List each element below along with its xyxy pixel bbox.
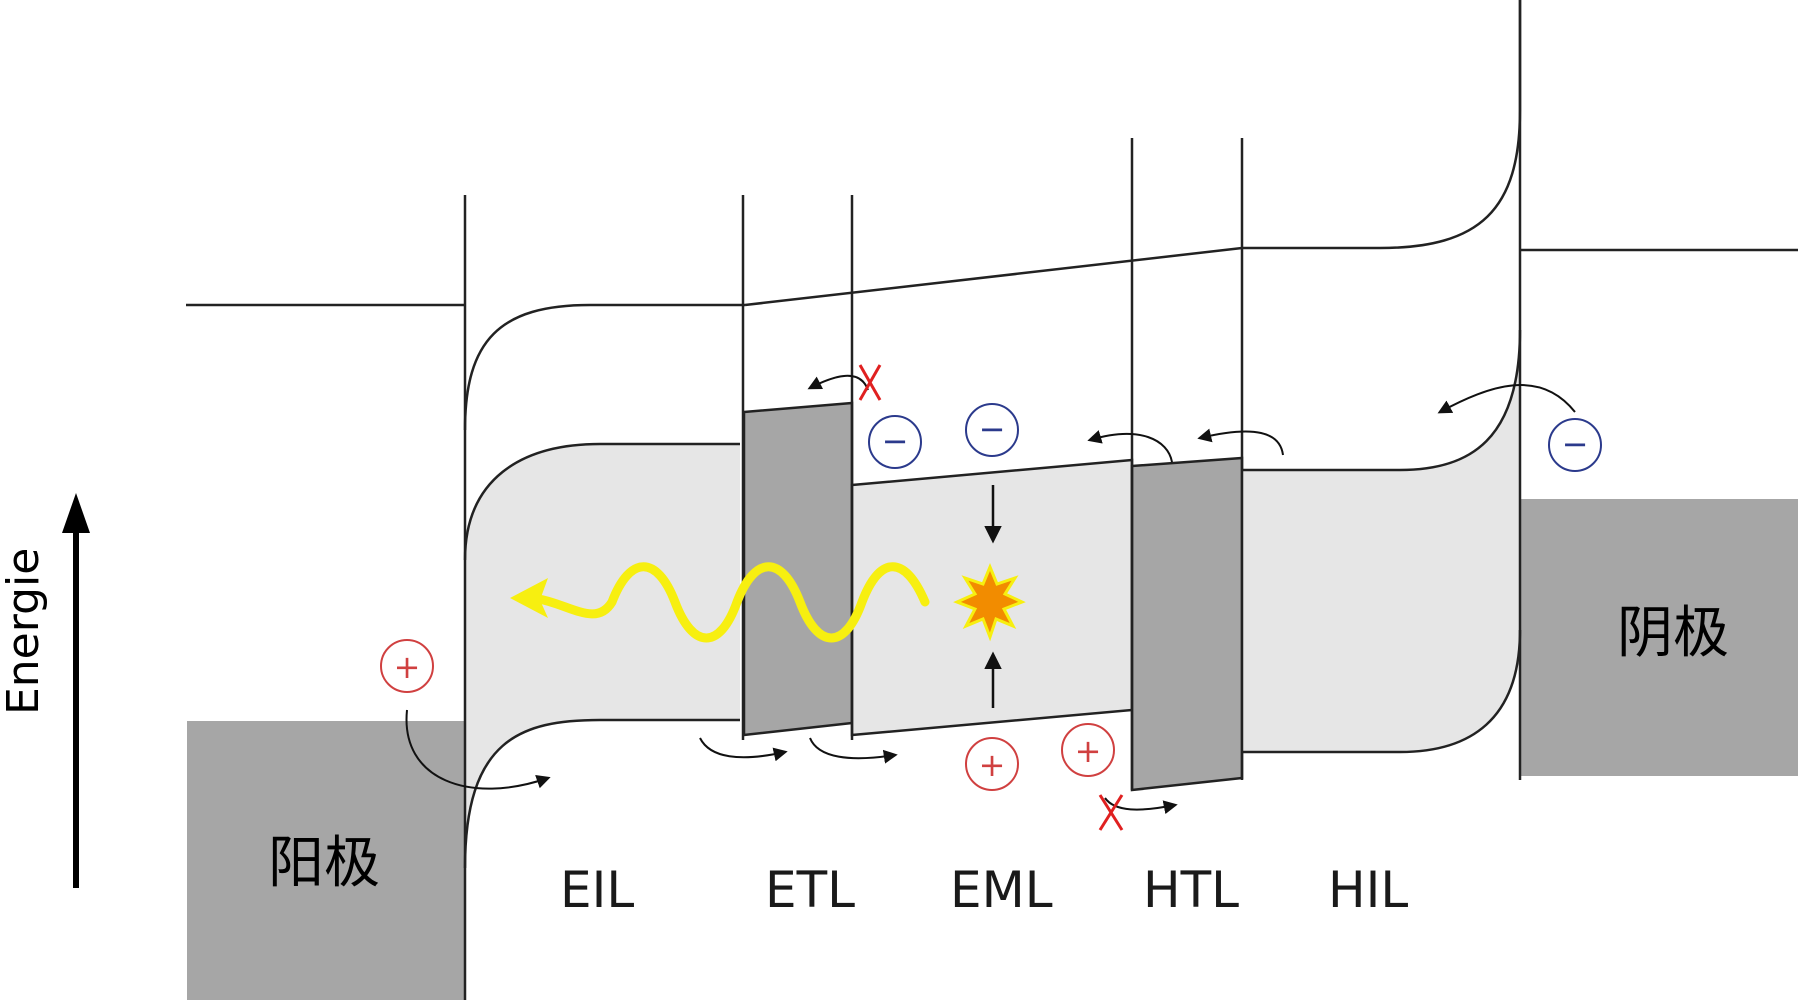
photon-arrowhead (510, 578, 548, 618)
electron-symbol: − (882, 422, 909, 460)
hil-band (1242, 330, 1520, 752)
hole-blocked-cross-icon (1098, 794, 1124, 831)
electron-transport-arrows (807, 374, 1576, 463)
energy-axis-label: Energie (0, 548, 49, 715)
eil-homo-edge (463, 718, 740, 869)
layer-label-etl: ETL (765, 861, 855, 919)
electron-blocked-cross-icon (858, 364, 882, 401)
cathode-block (1520, 499, 1798, 776)
electron-symbol: − (979, 410, 1006, 448)
htl-band (1130, 456, 1244, 792)
anode-label: 阳极 (268, 831, 380, 896)
eil-vacuum-level (463, 303, 745, 431)
hole-symbol: + (1075, 732, 1102, 770)
layer-label-htl: HTL (1143, 861, 1239, 919)
electron-symbol: − (1562, 425, 1589, 463)
layer-label-hil: HIL (1328, 861, 1408, 919)
hil-homo-edge (1242, 629, 1522, 754)
photon-wave (525, 562, 930, 643)
hole-symbol: + (394, 648, 421, 686)
hole-eml: + (965, 737, 1019, 791)
electron-cathode: − (1548, 418, 1602, 472)
hole-anode: + (380, 639, 434, 693)
hole-symbol: + (979, 746, 1006, 784)
energy-axis (62, 493, 90, 888)
electron-etl-blocked: − (868, 415, 922, 469)
layer-boundaries (463, 0, 1522, 1000)
eil-band (465, 444, 740, 868)
anode-block (187, 721, 465, 1000)
cathode-label: 阴极 (1617, 601, 1729, 666)
hole-transport-arrows (405, 709, 1178, 815)
emission-star-icon (953, 563, 1026, 642)
hole-htl-blocked: + (1061, 723, 1115, 777)
electron-eml: − (965, 403, 1019, 457)
layer-label-eil: EIL (560, 861, 634, 919)
eil-lumo-edge (463, 442, 740, 561)
layer-label-eml: EML (950, 861, 1053, 919)
hil-lumo-edge (1242, 329, 1522, 472)
